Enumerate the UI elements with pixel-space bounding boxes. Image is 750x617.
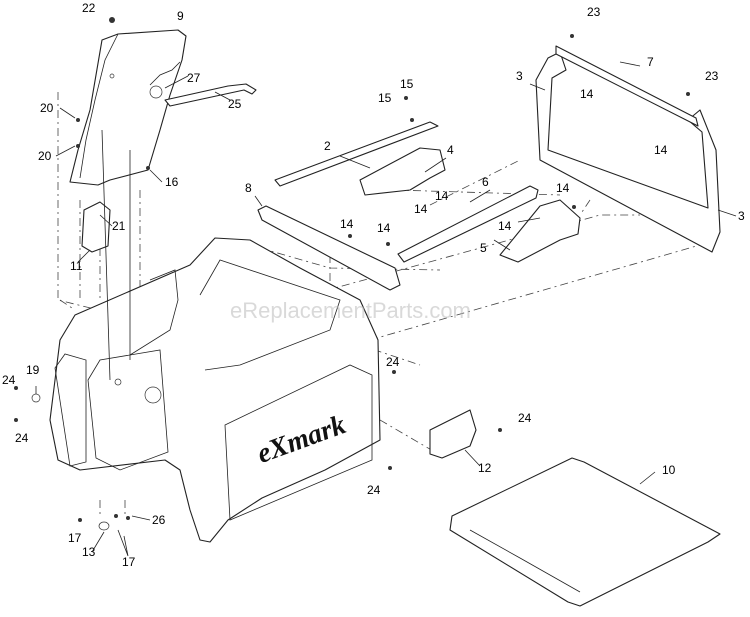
callout-label: 14 (556, 181, 570, 195)
part-5-bracket (499, 199, 581, 263)
watermark-text: eReplacementParts.com (230, 298, 471, 323)
part-10-plate (449, 457, 721, 607)
callout-label: 23 (587, 5, 601, 19)
callout-label: 24 (15, 431, 29, 445)
callout-label: 11 (70, 259, 83, 273)
callout-label: 14 (340, 217, 354, 231)
bracket-hole (149, 85, 163, 99)
callout-label: 20 (38, 149, 52, 163)
callout-label: 27 (187, 71, 201, 85)
callout-label: 13 (82, 545, 96, 559)
callout-label: 14 (435, 189, 449, 203)
leader-lines (35, 61, 737, 557)
callout-label: 25 (228, 97, 242, 111)
fasteners (14, 17, 690, 531)
callout-label: 17 (122, 555, 136, 569)
callout-label: 7 (647, 55, 654, 69)
hood-body: eXmark (49, 237, 381, 543)
callout-labels: 22 9 27 25 20 20 16 21 11 15 15 2 4 14 1… (2, 1, 745, 569)
callout-label: 14 (377, 221, 391, 235)
callout-label: 8 (245, 181, 252, 195)
part-2-strip (274, 121, 439, 187)
callout-label: 14 (654, 143, 668, 157)
callout-label: 14 (414, 202, 428, 216)
callout-label: 14 (580, 87, 594, 101)
callout-label: 26 (152, 513, 166, 527)
callout-label: 22 (82, 1, 96, 15)
callout-label: 24 (386, 355, 400, 369)
callout-label: 24 (367, 483, 381, 497)
part-9-shield (69, 29, 187, 186)
callout-label: 16 (165, 175, 179, 189)
callout-label: 14 (498, 219, 512, 233)
callout-label: 6 (482, 175, 489, 189)
part-25-rod (164, 83, 257, 107)
callout-label: 24 (2, 373, 16, 387)
callout-label: 15 (400, 77, 414, 91)
callout-label: 3 (738, 209, 745, 223)
callout-label: 2 (324, 139, 331, 153)
callout-label: 17 (68, 531, 82, 545)
callout-label: 24 (518, 411, 532, 425)
callout-label: 3 (516, 69, 523, 83)
callout-label: 21 (112, 219, 126, 233)
callout-label: 15 (378, 91, 392, 105)
part-8-strip (257, 205, 401, 291)
callout-label: 12 (478, 461, 492, 475)
part-21-bracket (81, 201, 111, 253)
callout-label: 5 (480, 241, 487, 255)
callout-label: 20 (40, 101, 54, 115)
part-4-bracket (359, 147, 446, 196)
part-7-bar (555, 45, 699, 127)
part-12-bracket (429, 409, 477, 459)
part-6-strip (397, 185, 539, 263)
callout-label: 23 (705, 69, 719, 83)
callout-label: 9 (177, 9, 184, 23)
callout-label: 19 (26, 363, 40, 377)
callout-label: 4 (447, 143, 454, 157)
callout-label: 10 (662, 463, 676, 477)
